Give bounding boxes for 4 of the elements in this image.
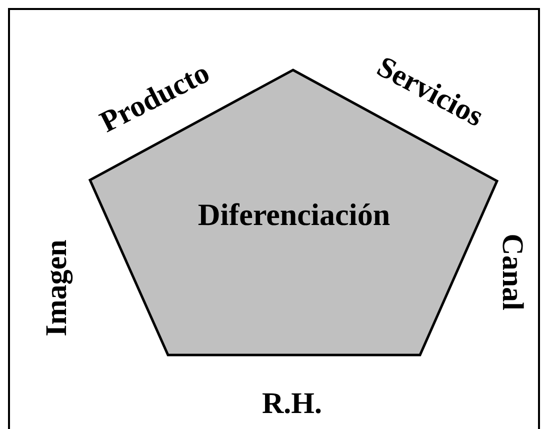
side-label: Imagen (42, 240, 72, 336)
side-label: Canal (497, 234, 527, 310)
side-label: R.H. (262, 389, 322, 419)
center-title: Diferenciación (198, 198, 390, 230)
